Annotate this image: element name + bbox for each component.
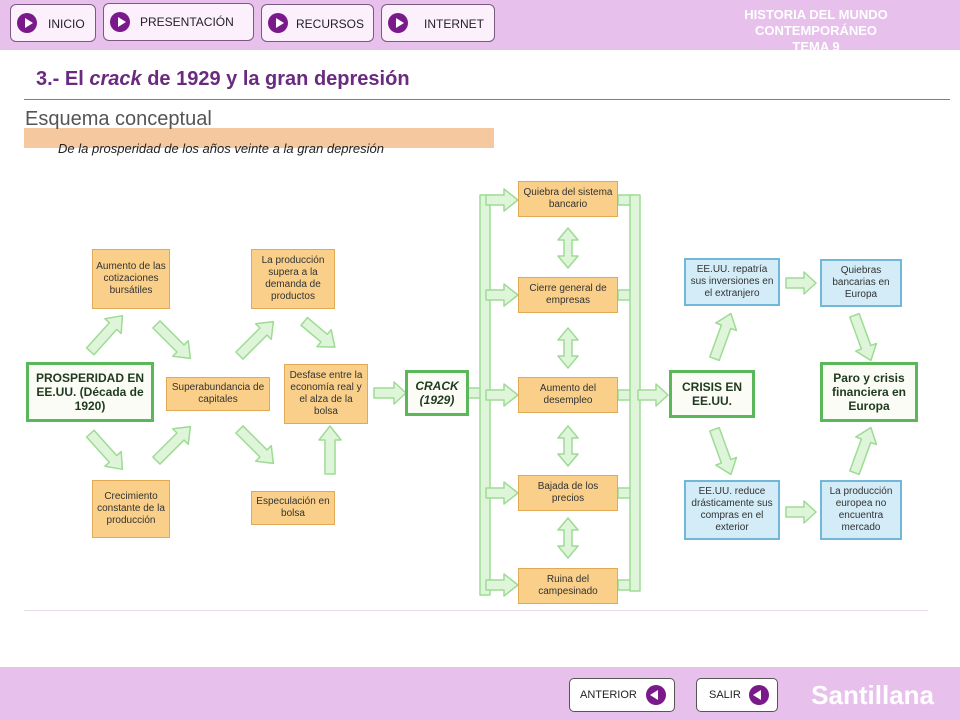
node-superabundancia: Superabundancia de capitales xyxy=(166,377,270,411)
arrow xyxy=(785,500,817,524)
node-prosperidad: PROSPERIDAD EN EE.UU. (Década de 1920) xyxy=(26,362,154,422)
arrow xyxy=(485,188,519,212)
node-bajada: Bajada de los precios xyxy=(518,475,618,511)
node-desempleo: Aumento del desempleo xyxy=(518,377,618,413)
node-crecimiento: Crecimiento constante de la producción xyxy=(92,480,170,538)
node-aumento-cotizaciones: Aumento de las cotizaciones bursátiles xyxy=(92,249,170,309)
arrow xyxy=(485,283,519,307)
node-especulacion: Especulación en bolsa xyxy=(251,491,335,525)
nav-recursos-button[interactable]: RECURSOS xyxy=(261,4,374,42)
salir-button[interactable]: SALIR xyxy=(696,678,778,712)
node-paro: Paro y crisis financiera en Europa xyxy=(820,362,918,422)
node-desfase: Desfase entre la economía real y el alza… xyxy=(284,364,368,424)
section-band xyxy=(24,128,494,148)
content-divider xyxy=(24,610,928,611)
nav-label: INTERNET xyxy=(424,17,484,31)
nav-label: INICIO xyxy=(48,17,85,31)
title-prefix: 3.- El xyxy=(36,68,90,90)
course-unit: TEMA 9 xyxy=(792,39,840,54)
node-quiebra: Quiebra del sistema bancario xyxy=(518,181,618,217)
arrow xyxy=(300,316,336,348)
back-arrow-icon xyxy=(749,685,769,705)
salir-label: SALIR xyxy=(709,689,741,701)
title-suffix: de 1929 y la gran depresión xyxy=(141,68,410,90)
double-arrow xyxy=(557,517,579,559)
nav-label: RECURSOS xyxy=(296,17,365,31)
arrow xyxy=(485,481,519,505)
nav-inicio-button[interactable]: INICIO xyxy=(10,4,96,42)
arrow xyxy=(152,425,192,465)
node-crisis: CRISIS EN EE.UU. xyxy=(669,370,755,418)
arrow xyxy=(485,573,519,597)
double-arrow xyxy=(557,425,579,467)
title-emphasis: crack xyxy=(89,68,142,90)
double-arrow xyxy=(557,227,579,269)
arrow xyxy=(709,312,738,362)
arrow xyxy=(235,320,275,360)
nav-internet-button[interactable]: INTERNET xyxy=(381,4,495,42)
back-arrow-icon xyxy=(646,685,666,705)
arrow xyxy=(85,314,124,356)
node-cierre: Cierre general de empresas xyxy=(518,277,618,313)
node-reduce: EE.UU. reduce drásticamente sus compras … xyxy=(684,480,780,540)
arrow xyxy=(637,383,669,407)
play-icon xyxy=(388,13,408,33)
arrow xyxy=(373,381,407,405)
arrow xyxy=(849,426,878,476)
play-icon xyxy=(17,13,37,33)
node-repatria: EE.UU. repatría sus inversiones en el ex… xyxy=(684,258,780,306)
section-subtitle: De la prosperidad de los años veinte a l… xyxy=(58,141,384,156)
title-divider xyxy=(24,99,950,100)
arrow xyxy=(485,383,519,407)
arrow xyxy=(235,425,275,465)
arrow xyxy=(152,320,192,360)
brand-logo: Santillana xyxy=(811,680,934,710)
play-icon xyxy=(110,12,130,32)
section-title: Esquema conceptual xyxy=(25,108,212,130)
node-quiebras-europa: Quiebras bancarias en Europa xyxy=(820,259,902,307)
arrow xyxy=(849,312,878,362)
footer-bar xyxy=(0,667,960,720)
node-produccion-supera: La producción supera a la demanda de pro… xyxy=(251,249,335,309)
node-crack: CRACK (1929) xyxy=(405,370,469,416)
arrow xyxy=(785,271,817,295)
anterior-button[interactable]: ANTERIOR xyxy=(569,678,675,712)
anterior-label: ANTERIOR xyxy=(580,689,637,701)
course-subject: HISTORIA DEL MUNDO CONTEMPORÁNEO xyxy=(744,7,888,38)
node-produccion-europea: La producción europea no encuentra merca… xyxy=(820,480,902,540)
nav-label: PRESENTACIÓN xyxy=(140,15,234,29)
arrow xyxy=(318,425,342,475)
node-ruina: Ruina del campesinado xyxy=(518,568,618,604)
arrow xyxy=(709,426,738,476)
course-title: HISTORIA DEL MUNDO CONTEMPORÁNEO TEMA 9 xyxy=(686,7,946,55)
page-title: 3.- El crack de 1929 y la gran depresión xyxy=(36,68,410,91)
double-arrow xyxy=(557,327,579,369)
nav-presentacion-button[interactable]: PRESENTACIÓN xyxy=(103,3,254,41)
play-icon xyxy=(268,13,288,33)
arrow xyxy=(85,429,124,471)
